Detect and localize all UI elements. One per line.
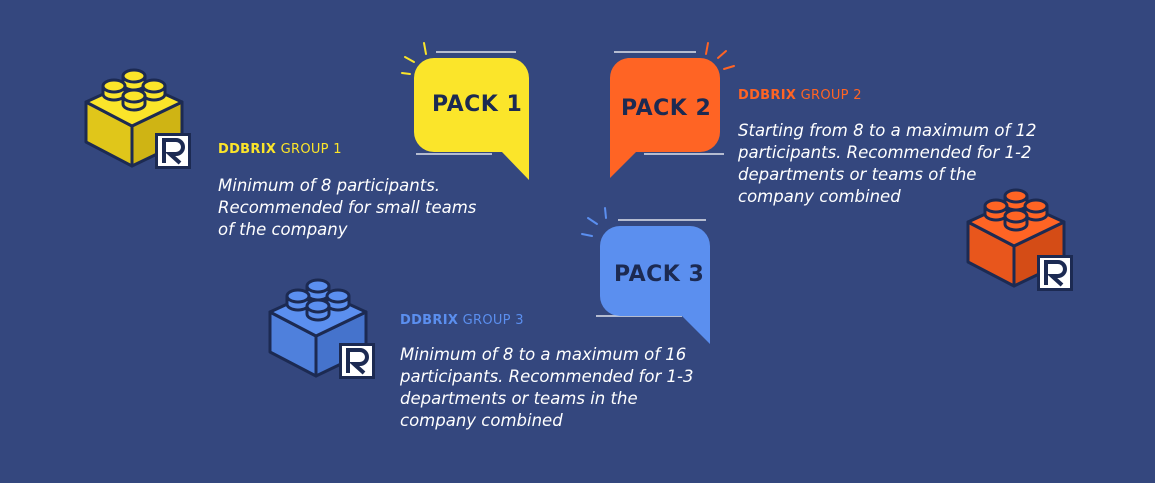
brand-name: DDBRIX xyxy=(400,313,459,328)
group-name: GROUP 1 xyxy=(280,142,342,157)
description-line: Minimum of 8 participants. xyxy=(218,176,441,195)
toy-brick-icon xyxy=(966,188,1066,288)
brand-name: DDBRIX xyxy=(738,88,797,103)
group-1-description: Minimum of 8 participants. Recommended f… xyxy=(218,175,476,241)
description-line: departments or teams of the xyxy=(738,165,977,184)
group-2-description: Starting from 8 to a maximum of 12 parti… xyxy=(738,120,1037,208)
group-2-title: DDBRIX GROUP 2 xyxy=(738,88,862,103)
pack-1-label: PACK 1 xyxy=(432,92,523,117)
description-line: company combined xyxy=(738,187,901,206)
description-line: Recommended for small teams xyxy=(218,198,477,217)
speech-bubble-icon xyxy=(609,42,735,178)
group-1-title: DDBRIX GROUP 1 xyxy=(218,142,342,157)
speech-bubble-icon xyxy=(581,207,710,344)
pack-2-label: PACK 2 xyxy=(621,96,712,121)
brand-name: DDBRIX xyxy=(218,142,277,157)
r-logo-icon xyxy=(1037,255,1073,291)
group-name: GROUP 2 xyxy=(800,88,862,103)
r-logo-icon xyxy=(155,133,191,169)
group-3-description: Minimum of 8 to a maximum of 16 particip… xyxy=(400,344,693,432)
description-line: of the company xyxy=(218,220,348,239)
description-line: company combined xyxy=(400,411,563,430)
group-3-title: DDBRIX GROUP 3 xyxy=(400,313,524,328)
pack-3-label: PACK 3 xyxy=(614,262,705,287)
group-name: GROUP 3 xyxy=(462,313,524,328)
description-line: participants. Recommended for 1-3 xyxy=(400,367,694,386)
r-logo-icon xyxy=(339,343,375,379)
description-line: participants. Recommended for 1-2 xyxy=(738,143,1032,162)
description-line: Starting from 8 to a maximum of 12 xyxy=(738,121,1037,140)
description-line: Minimum of 8 to a maximum of 16 xyxy=(400,345,687,364)
speech-bubble-icon xyxy=(401,42,529,180)
description-line: departments or teams in the xyxy=(400,389,638,408)
